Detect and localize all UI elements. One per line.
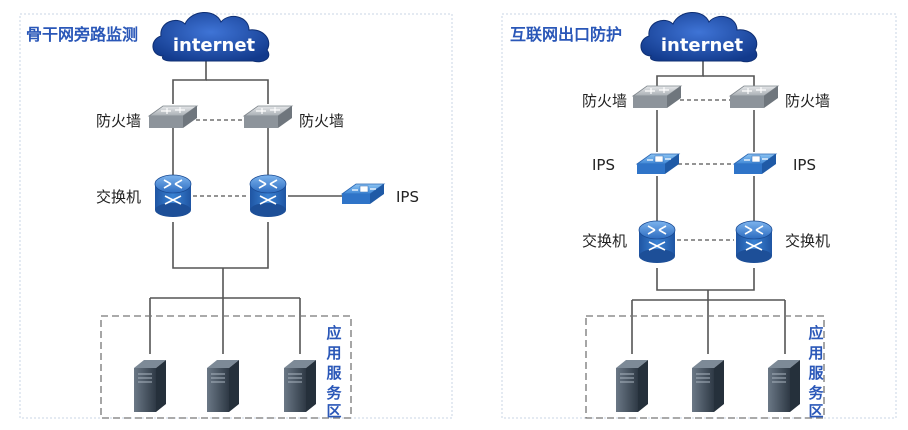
panel-border	[19, 13, 453, 419]
firewall-label: 防火墙	[96, 112, 141, 130]
firewall-right: 防火墙	[243, 105, 344, 130]
firewall-label: 防火墙	[299, 112, 344, 130]
firewall-label: 防火墙	[582, 92, 627, 110]
panel-backbone-bypass: 骨干网旁路监测 internet 防火墙	[19, 11, 453, 420]
firewall-icon	[632, 85, 682, 109]
internet-cloud: internet	[152, 11, 270, 63]
firewall-label: 防火墙	[785, 92, 830, 110]
switch-left: 交换机	[582, 220, 676, 264]
connections	[631, 60, 786, 354]
app-server-zone: 应 用 服 务 区	[585, 315, 825, 420]
switch-right	[249, 174, 287, 218]
connections	[149, 60, 344, 354]
switch-right: 交换机	[735, 220, 830, 264]
app-server-zone: 应 用 服 务 区	[100, 315, 352, 420]
panel-title: 互联网出口防护	[510, 25, 622, 44]
firewall-icon	[148, 105, 198, 129]
ips-label: IPS	[592, 156, 615, 174]
firewall-right: 防火墙	[729, 85, 830, 110]
ips-device-icon	[733, 153, 777, 175]
zone-label-char: 应	[808, 324, 823, 342]
zone-label-char: 服	[326, 364, 342, 382]
cloud-label: internet	[173, 35, 256, 56]
panel-title: 骨干网旁路监测	[26, 25, 138, 44]
ips-label: IPS	[396, 188, 419, 206]
ips-left: IPS	[592, 153, 680, 175]
server-zone-border	[585, 315, 825, 419]
firewall-icon	[729, 85, 779, 109]
server-tower-icon	[133, 359, 167, 413]
switch-left: 交换机	[96, 174, 192, 218]
zone-label-char: 用	[808, 344, 823, 362]
server-tower-icon	[615, 359, 649, 413]
ips-right: IPS	[733, 153, 816, 175]
router-switch-icon	[249, 174, 287, 218]
server-tower-icon	[283, 359, 317, 413]
panel-border	[501, 13, 897, 419]
zone-label-char: 区	[808, 402, 823, 420]
zone-label-char: 务	[808, 384, 824, 402]
switch-label: 交换机	[582, 232, 627, 250]
router-switch-icon	[638, 220, 676, 264]
switch-label: 交换机	[785, 232, 830, 250]
server-tower-icon	[767, 359, 801, 413]
zone-label-char: 区	[326, 402, 341, 420]
zone-label-char: 用	[326, 344, 341, 362]
zone-label-char: 服	[808, 364, 824, 382]
server-zone-border	[100, 315, 352, 419]
switch-label: 交换机	[96, 188, 141, 206]
firewall-left: 防火墙	[96, 105, 198, 130]
ips-label: IPS	[793, 156, 816, 174]
internet-cloud: internet	[640, 11, 758, 63]
ips-device: IPS	[341, 183, 419, 206]
firewall-icon	[243, 105, 293, 129]
zone-label-char: 务	[326, 384, 342, 402]
panel-internet-egress: 互联网出口防护 internet 防火墙	[501, 11, 897, 420]
server-tower-icon	[691, 359, 725, 413]
ips-device-icon	[341, 183, 385, 205]
router-switch-icon	[735, 220, 773, 264]
zone-label-char: 应	[326, 324, 341, 342]
firewall-left: 防火墙	[582, 85, 682, 110]
router-switch-icon	[154, 174, 192, 218]
cloud-label: internet	[661, 35, 744, 56]
ips-device-icon	[636, 153, 680, 175]
server-tower-icon	[206, 359, 240, 413]
